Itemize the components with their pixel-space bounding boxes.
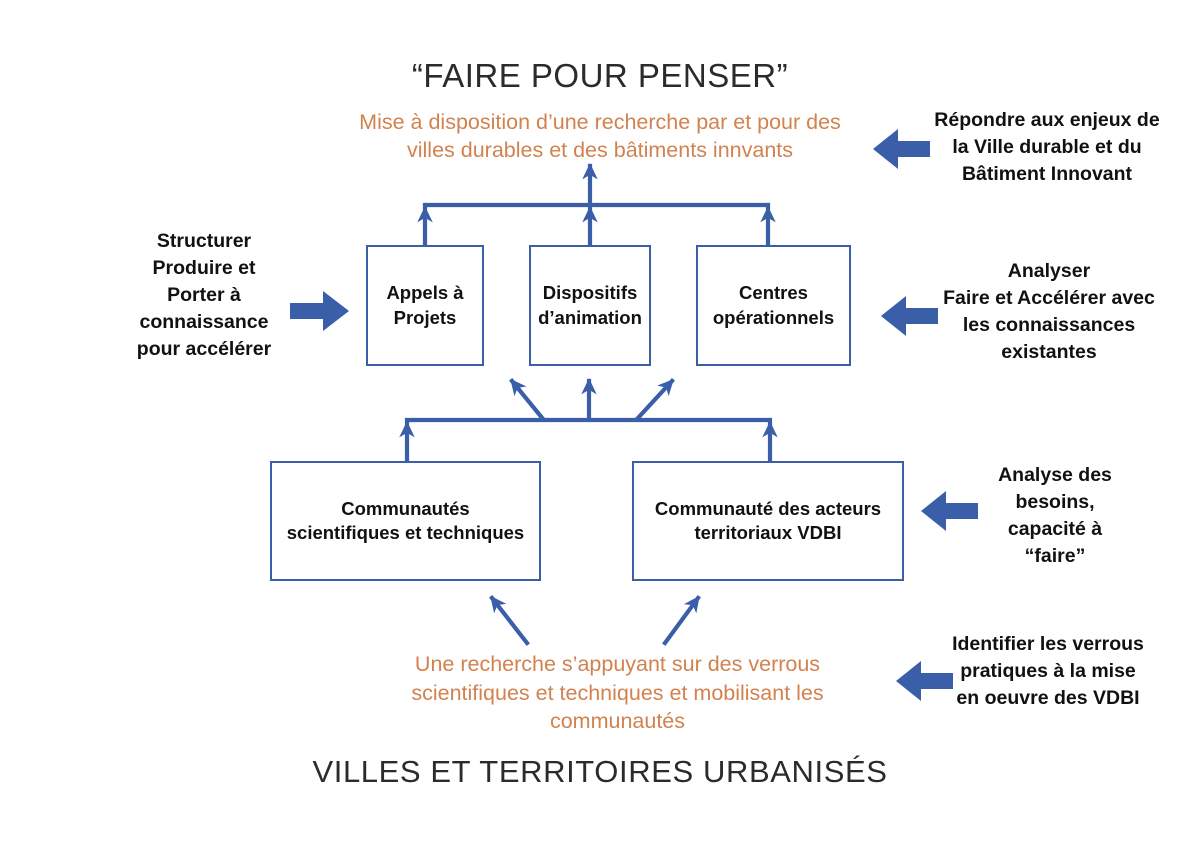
note-analyser-line-3: les connaissances — [962, 313, 1136, 336]
note-structurer-line-1: Structurer — [156, 230, 252, 252]
box-acteurs-line-1: Communauté des acteurs — [654, 497, 882, 519]
note-besoins-line-3: capacité à — [1007, 517, 1103, 540]
arrow-left-block-icon-besoins — [921, 491, 978, 531]
note-repondre-line-2: la Ville durable et du — [952, 135, 1142, 158]
caption-recherche-verrous: Une recherche s’appuyant sur des verrous… — [370, 650, 865, 736]
note-besoins-line-1: Analyse des — [998, 464, 1112, 486]
box-dispositifs-danimation[interactable]: Dispositifs d’animation — [529, 245, 651, 366]
note-besoins-line-4: “faire” — [1024, 544, 1086, 567]
arrow-left-block-icon-verrous — [896, 661, 953, 701]
box-communautes-line-1: Communautés — [341, 497, 470, 519]
note-identifier-les-verrous: Identifier les verrous pratiques à la mi… — [932, 631, 1164, 712]
note-analyser-line-4: existantes — [1001, 340, 1097, 363]
arrow-left-block-icon-repondre — [873, 129, 930, 169]
arrow-right-block-icon — [290, 291, 349, 331]
page-subtitle-line-1: Mise à disposition d’une recherche par e… — [359, 110, 841, 134]
note-structurer-line-2: Produire et — [152, 256, 256, 279]
footer-title: VILLES ET TERRITOIRES URBANISÉS — [312, 754, 888, 789]
note-verrous-line-2: pratiques à la mise — [960, 659, 1136, 682]
note-structurer-produire-porter: Structurer Produire et Porter à connaiss… — [120, 228, 288, 363]
middle-bus-connector — [399, 378, 778, 464]
note-analyse-des-besoins: Analyse des besoins, capacité à “faire” — [965, 462, 1145, 570]
note-verrous-line-3: en oeuvre des VDBI — [956, 686, 1140, 709]
box-centres-line-1: Centres — [739, 282, 808, 304]
note-besoins-line-2: besoins, — [1015, 490, 1095, 513]
note-repondre-line-1: Répondre aux enjeux de — [934, 109, 1160, 131]
box-centres-line-2: opérationnels — [712, 306, 835, 328]
page-title: “FAIRE POUR PENSER” — [411, 57, 789, 94]
box-communautes-scientifiques[interactable]: Communautés scientifiques et techniques — [270, 461, 541, 581]
note-analyser-faire-accelerer: Analyser Faire et Accélérer avec les con… — [918, 258, 1180, 366]
note-repondre-line-3: Bâtiment Innovant — [961, 162, 1133, 185]
arrow-left-block-icon-analyser — [881, 296, 938, 336]
caption-line-2: scientifiques et techniques et mobilisan… — [411, 680, 824, 705]
caption-line-3: communautés — [549, 709, 686, 734]
note-structurer-line-5: pour accélérer — [136, 337, 272, 360]
page-subtitle-line-2: villes durables et des bâtiments innvant… — [406, 138, 793, 163]
box-centres-operationnels[interactable]: Centres opérationnels — [696, 245, 851, 366]
top-bus-connector — [417, 163, 776, 248]
caption-to-boxes-connector — [489, 595, 701, 646]
box-acteurs-line-2: territoriaux VDBI — [694, 522, 842, 543]
note-verrous-line-1: Identifier les verrous — [952, 633, 1144, 655]
note-analyser-line-2: Faire et Accélérer avec — [943, 286, 1155, 309]
note-analyser-line-1: Analyser — [1007, 260, 1091, 282]
box-appels-a-projets[interactable]: Appels à Projets — [366, 245, 484, 366]
box-communautes-line-2: scientifiques et techniques — [286, 522, 525, 543]
caption-line-1: Une recherche s’appuyant sur des verrous — [414, 652, 821, 676]
box-appels-line-1: Appels à — [386, 282, 464, 304]
box-dispositifs-line-2: d’animation — [538, 306, 642, 328]
note-structurer-line-4: connaissance — [139, 310, 269, 333]
box-appels-line-2: Projets — [393, 306, 457, 328]
box-communaute-acteurs-territoriaux[interactable]: Communauté des acteurs territoriaux VDBI — [632, 461, 904, 581]
note-repondre-aux-enjeux: Répondre aux enjeux de la Ville durable … — [918, 107, 1176, 188]
box-dispositifs-line-1: Dispositifs — [542, 282, 638, 304]
note-structurer-line-3: Porter à — [167, 283, 241, 306]
page-subtitle: Mise à disposition d’une recherche par e… — [330, 108, 870, 165]
